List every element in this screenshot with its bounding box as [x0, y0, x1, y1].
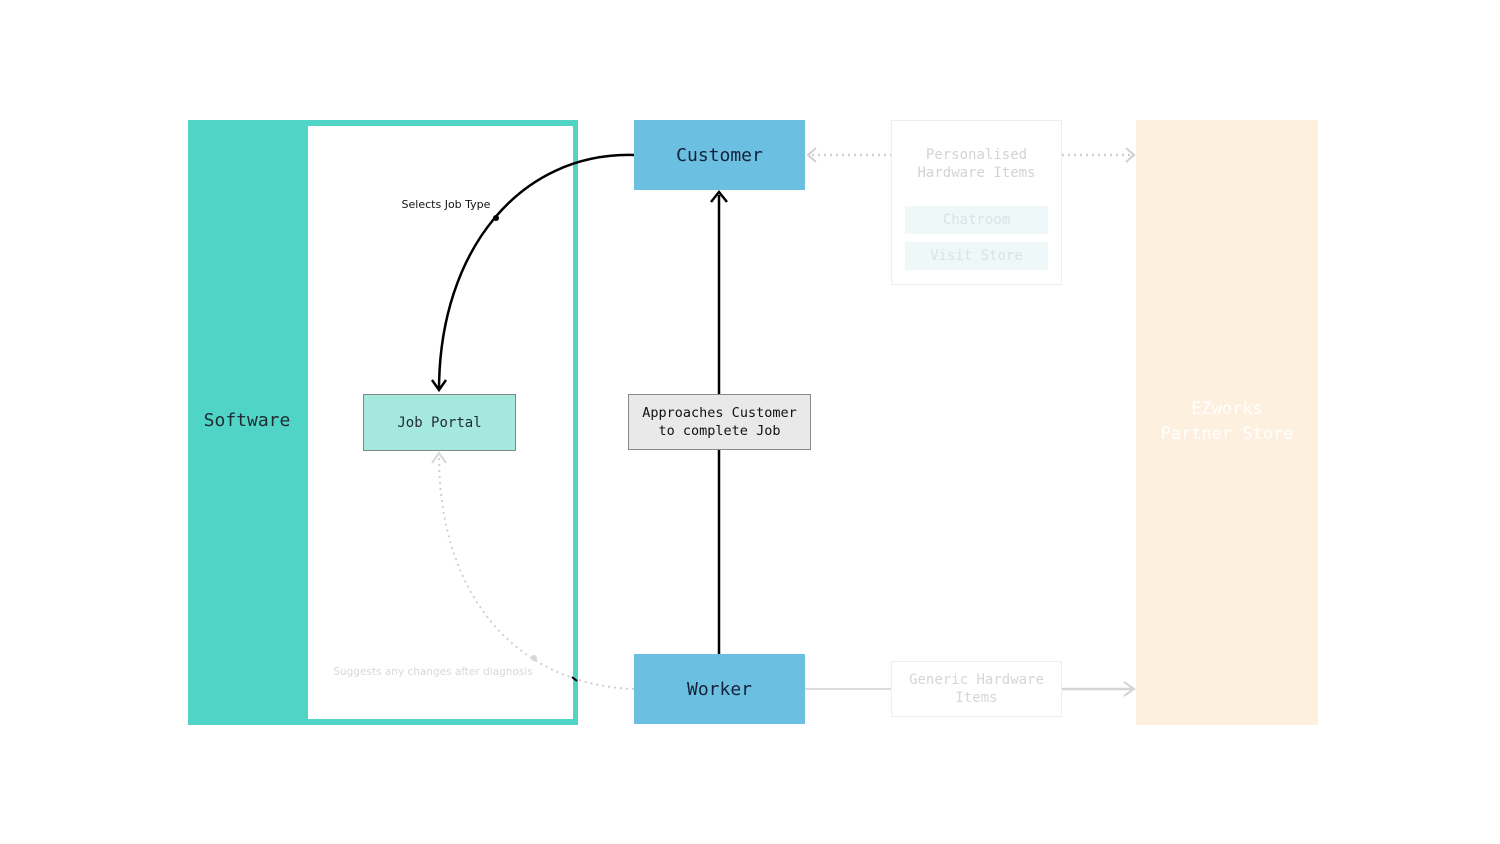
- customer-node: Customer: [634, 120, 805, 190]
- arrowhead-customer: [710, 189, 728, 203]
- worker-node: Worker: [634, 654, 805, 724]
- edge-dot: [493, 215, 499, 221]
- generic-hardware-box: Generic Hardware Items: [891, 661, 1062, 717]
- edge-suggests-changes: [438, 457, 635, 690]
- edge-dot-dotted: [531, 655, 537, 661]
- arrowhead-job-portal-dotted: [431, 451, 447, 464]
- visit-store-button[interactable]: Visit Store: [905, 242, 1048, 270]
- selects-job-type-label: Selects Job Type: [401, 197, 491, 211]
- personalised-hardware-label: Personalised Hardware Items: [917, 147, 1036, 181]
- arrowhead-job-portal: [430, 379, 448, 393]
- approaches-customer-label: Approaches Customer to complete Job: [628, 394, 811, 450]
- job-portal-node: Job Portal: [363, 394, 516, 451]
- suggests-changes-label: Suggests any changes after diagnosis: [333, 666, 533, 678]
- partner-store-panel: [1136, 120, 1318, 725]
- chatroom-button[interactable]: Chatroom: [905, 206, 1048, 234]
- software-label: Software: [203, 409, 291, 431]
- partner-store-label: EZworks Partner Store: [1160, 399, 1294, 444]
- edge-selects-job-type: [437, 153, 635, 389]
